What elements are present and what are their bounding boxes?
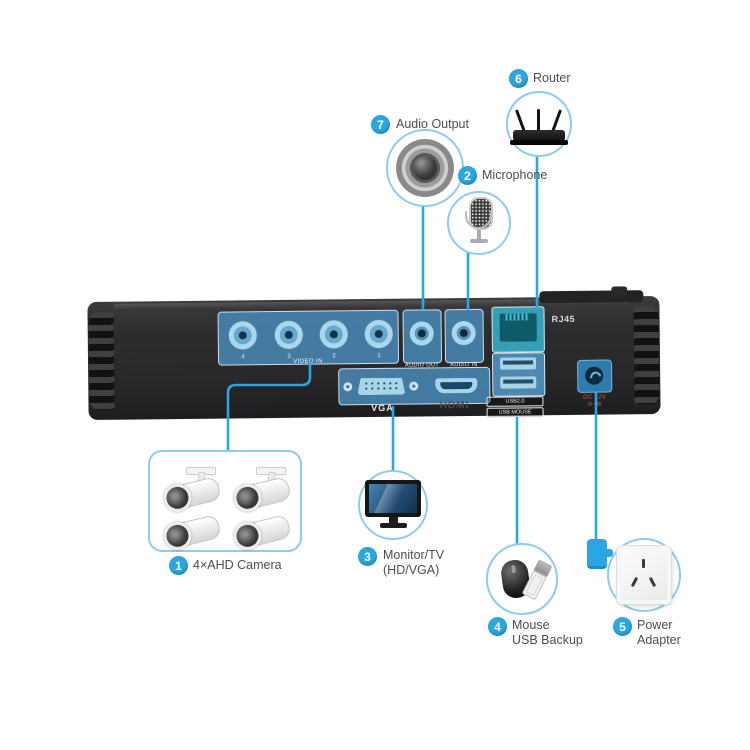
mouse-label-line2: USB Backup xyxy=(512,633,583,647)
callout-label-camera: 4×AHD Camera xyxy=(193,558,282,572)
monitor-icon xyxy=(363,480,423,530)
mic-frame xyxy=(465,211,492,229)
router-icon xyxy=(510,101,568,147)
callout-number-router: 6 xyxy=(509,69,528,88)
microphone-icon xyxy=(462,197,496,249)
speaker-dome xyxy=(413,156,437,180)
mouse-circle xyxy=(486,543,558,615)
power-label-line1: Power xyxy=(637,618,673,632)
power-plug-icon xyxy=(587,539,613,569)
router-circle xyxy=(506,91,572,157)
router-base xyxy=(510,140,568,145)
monitor-base xyxy=(380,523,407,528)
mic-base xyxy=(470,239,488,243)
power-socket-icon xyxy=(616,545,672,605)
camera-body xyxy=(230,513,293,553)
callout-number-monitor: 3 xyxy=(358,547,377,566)
audio-output-circle xyxy=(386,129,464,207)
callout-number-audio-output: 7 xyxy=(371,115,390,134)
callout-number-mouse: 4 xyxy=(488,617,507,636)
callout-label-microphone: Microphone xyxy=(482,168,548,182)
mouse-label-line1: Mouse xyxy=(512,618,550,632)
power-socket-circle xyxy=(607,538,681,612)
ahd-camera-icon xyxy=(228,506,300,553)
camera-lens xyxy=(230,518,265,553)
router-antenna xyxy=(537,109,540,133)
socket-ground-slot xyxy=(642,559,645,568)
mic-stem xyxy=(477,230,481,239)
microphone-circle xyxy=(447,191,511,255)
monitor-circle xyxy=(358,470,428,540)
callout-label-audio-output: Audio Output xyxy=(396,117,469,131)
socket-left-slot xyxy=(630,576,639,588)
callout-label-mouse: Mouse USB Backup xyxy=(512,618,583,648)
callout-number-microphone: 2 xyxy=(458,166,477,185)
callout-label-power: Power Adapter xyxy=(637,618,681,648)
monitor-label-line1: Monitor/TV xyxy=(383,548,445,562)
ahd-camera-icon xyxy=(158,506,230,553)
camera-body xyxy=(160,513,223,553)
ahd-camera-icon xyxy=(158,467,230,515)
socket-right-slot xyxy=(648,576,657,588)
callout-label-monitor: Monitor/TV (HD/VGA) xyxy=(383,548,444,578)
mouse-usb-icon xyxy=(492,550,553,608)
ahd-camera-icon xyxy=(228,467,300,515)
power-label-line2: Adapter xyxy=(637,633,681,647)
camera-group-box xyxy=(148,450,302,553)
monitor-label-line2: (HD/VGA) xyxy=(383,563,440,577)
router-body xyxy=(513,130,565,141)
callout-number-power: 5 xyxy=(613,617,632,636)
callout-label-router: Router xyxy=(533,71,571,85)
camera-lens xyxy=(160,518,195,553)
monitor-neck xyxy=(389,517,398,524)
speaker-icon xyxy=(396,139,454,197)
callout-number-camera: 1 xyxy=(169,556,188,575)
wire-video-to-cameras xyxy=(226,363,312,451)
monitor-screen xyxy=(369,484,417,513)
